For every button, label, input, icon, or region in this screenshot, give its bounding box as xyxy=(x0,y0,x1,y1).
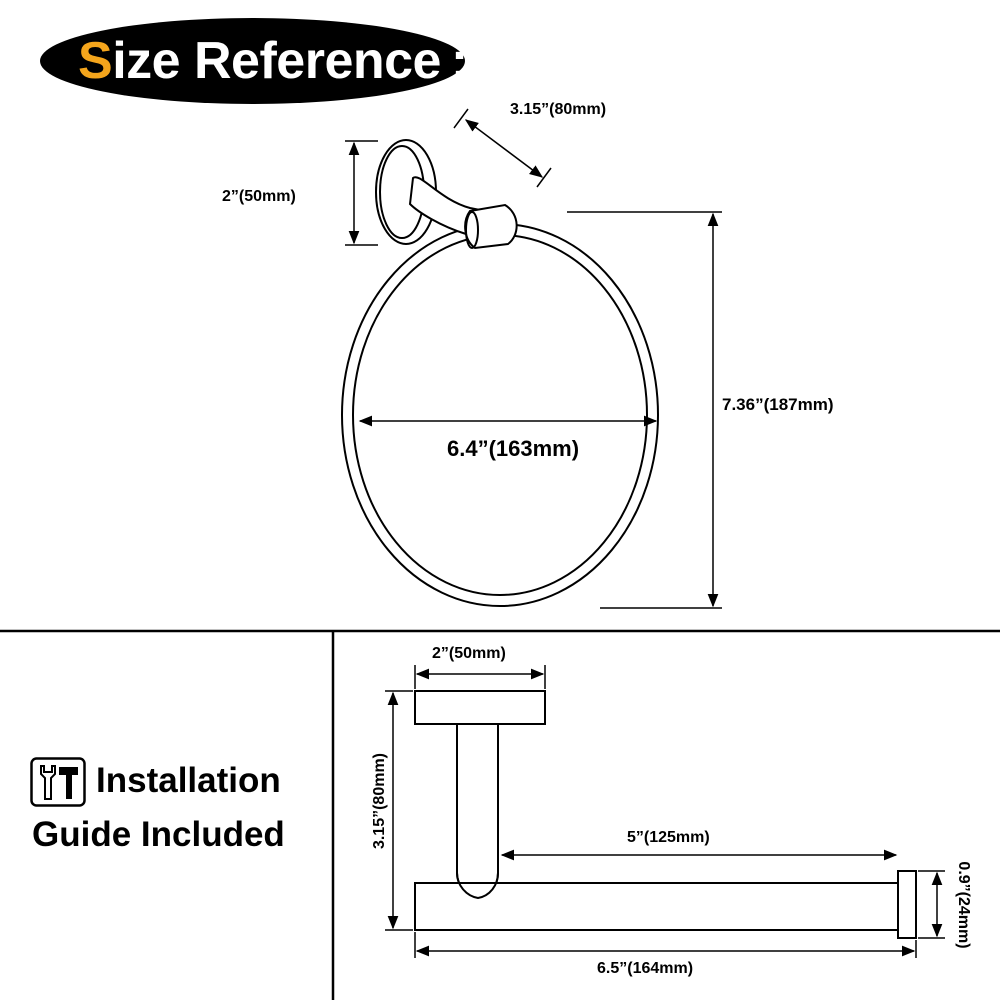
tools-icon xyxy=(30,757,86,807)
end-height-label: 0.9”(24mm) xyxy=(955,861,972,949)
total-length-label: 6.5”(164mm) xyxy=(597,960,694,977)
title-banner xyxy=(40,18,465,104)
base-height-dimension xyxy=(345,140,378,246)
install-line-1: Installation xyxy=(96,761,281,800)
end-height-dimension xyxy=(918,870,945,939)
page-title: Size Reference : xyxy=(78,30,468,92)
total-height-label: 7.36”(187mm) xyxy=(722,395,834,414)
title-highlight-letter: S xyxy=(78,32,113,90)
side-post xyxy=(456,723,499,900)
side-projection-label: 3.15”(80mm) xyxy=(371,752,388,850)
side-profile-drawing xyxy=(414,690,917,939)
depth-dimension xyxy=(453,108,552,188)
bar-length-label: 5”(125mm) xyxy=(627,829,710,846)
depth-label: 3.15”(80mm) xyxy=(510,101,607,118)
side-base-width-label: 2”(50mm) xyxy=(432,645,506,662)
total-length-dimension xyxy=(414,932,917,958)
ring-outer xyxy=(341,223,659,607)
side-end-cap xyxy=(897,870,917,939)
side-base-width-dimension xyxy=(414,665,546,689)
install-line-2: Guide Included xyxy=(32,815,285,854)
ring-inner xyxy=(352,234,648,596)
ring-width-label: 6.4”(163mm) xyxy=(447,436,580,461)
side-projection-dimension xyxy=(385,690,413,931)
side-bar xyxy=(414,882,902,931)
base-height-label: 2”(50mm) xyxy=(222,188,296,205)
side-base-plate xyxy=(414,690,546,725)
title-rest: ize Reference : xyxy=(112,32,468,90)
towel-ring-drawing xyxy=(341,139,659,607)
total-height-dimension xyxy=(567,211,722,609)
